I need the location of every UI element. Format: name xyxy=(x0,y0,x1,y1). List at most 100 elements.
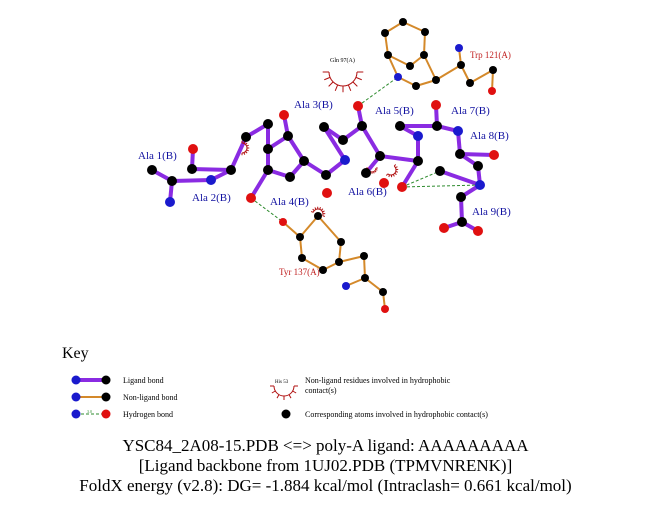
non-ligand-bond xyxy=(435,64,462,81)
carbon-atom xyxy=(263,144,273,154)
nitrogen-atom xyxy=(340,155,350,165)
key-non-ligand-bond-atom-n xyxy=(71,392,81,402)
ligand-bond xyxy=(439,169,481,187)
carbon-atom xyxy=(338,135,348,145)
ligand-bond xyxy=(171,178,212,183)
hydrogen-bond xyxy=(357,76,399,107)
nitrogen-atom xyxy=(206,175,216,185)
label-ala1: Ala 1(B) xyxy=(138,150,177,162)
carbon-atom xyxy=(299,156,309,166)
carbon-atom xyxy=(432,121,442,131)
label-trp121: Trp 121(A) xyxy=(470,50,511,60)
hydrogen-bond xyxy=(401,184,481,188)
key-title: Key xyxy=(62,345,89,362)
key-hydrogen-bond-atom-n xyxy=(71,409,81,419)
carbon-atom xyxy=(457,61,465,69)
carbon-atom xyxy=(319,266,327,274)
oxygen-atom xyxy=(353,101,363,111)
carbon-atom xyxy=(360,252,368,260)
key-hydrogen-bond-label: Hydrogen bond xyxy=(123,410,173,419)
caption-line-2: [Ligand backbone from 1UJ02.PDB (TPMVNRE… xyxy=(138,456,513,475)
non-ligand-bond xyxy=(387,54,399,78)
key-hydrophobic-atom xyxy=(281,409,291,419)
oxygen-atom xyxy=(431,100,441,110)
caption-line-1: YSC84_2A08-15.PDB <=> poly-A ligand: AAA… xyxy=(122,436,529,455)
non-ligand-bond xyxy=(423,54,437,81)
carbon-atom xyxy=(285,172,295,182)
carbon-atom xyxy=(167,176,177,186)
hydrophobic-contact-arc xyxy=(322,71,364,93)
carbon-atom xyxy=(296,233,304,241)
carbon-atom xyxy=(319,122,329,132)
carbon-atom xyxy=(395,121,405,131)
carbon-atom xyxy=(379,288,387,296)
bond-layer xyxy=(151,21,495,310)
key-ligand-bond-label: Ligand bond xyxy=(123,376,164,385)
carbon-atom xyxy=(226,165,236,175)
hydrogen-bond xyxy=(401,170,441,188)
key-non-ligand-bond-label: Non-ligand bond xyxy=(123,393,177,402)
key-hydrophobic-example: His 53 xyxy=(275,380,289,385)
non-ligand-bond xyxy=(402,21,426,33)
ligand-bond xyxy=(249,168,270,200)
label-ala8: Ala 8(B) xyxy=(470,130,509,142)
ligand-bond xyxy=(379,154,419,163)
carbon-atom xyxy=(456,192,466,202)
hydrogen-bond-layer xyxy=(250,76,481,223)
non-ligand-bond xyxy=(387,54,411,67)
nitrogen-atom xyxy=(455,44,463,52)
carbon-atom xyxy=(413,156,423,166)
non-ligand-bond xyxy=(317,215,342,243)
atom-layer xyxy=(147,18,499,313)
label-tyr137: Tyr 137(A) xyxy=(279,267,320,277)
carbon-atom xyxy=(263,119,273,129)
carbon-atom xyxy=(435,166,445,176)
ligand-bond xyxy=(400,159,420,189)
label-ala7: Ala 7(B) xyxy=(451,105,490,117)
nitrogen-atom xyxy=(413,131,423,141)
carbon-atom xyxy=(384,51,392,59)
non-ligand-bond xyxy=(338,255,365,263)
hydrogen-bond xyxy=(250,197,284,223)
carbon-atom xyxy=(337,238,345,246)
carbon-atom xyxy=(455,149,465,159)
key-ligand-bond-atom-n xyxy=(71,375,81,385)
ligand-bond xyxy=(459,152,495,157)
carbon-atom xyxy=(421,28,429,36)
oxygen-atom xyxy=(279,218,287,226)
carbon-atom xyxy=(357,121,367,131)
oxygen-atom xyxy=(322,188,332,198)
carbon-atom xyxy=(406,62,414,70)
key-hydrophobic-residue-text: Non-ligand residues involved in hydropho… xyxy=(305,376,451,385)
oxygen-atom xyxy=(439,223,449,233)
label-layer: Ala 1(B) Ala 2(B) Ala 3(B) Ala 4(B) Ala … xyxy=(138,50,511,277)
carbon-atom xyxy=(283,131,293,141)
oxygen-atom xyxy=(488,87,496,95)
key-ligand-bond-atom-c xyxy=(101,375,111,385)
oxygen-atom xyxy=(381,305,389,313)
carbon-atom xyxy=(420,51,428,59)
ligand-bond xyxy=(360,124,382,158)
oxygen-atom xyxy=(473,226,483,236)
carbon-atom xyxy=(457,217,467,227)
non-ligand-bond xyxy=(301,257,324,271)
carbon-atom xyxy=(473,161,483,171)
ligand-bond xyxy=(191,167,232,172)
carbon-atom xyxy=(147,165,157,175)
label-ala9: Ala 9(B) xyxy=(472,206,511,218)
non-ligand-bond xyxy=(299,215,319,238)
carbon-atom xyxy=(361,168,371,178)
oxygen-atom xyxy=(279,110,289,120)
oxygen-atom xyxy=(397,182,407,192)
carbon-atom xyxy=(187,164,197,174)
oxygen-atom xyxy=(188,144,198,154)
key-hydrophobic-residue-text2: contact(s) xyxy=(305,386,337,395)
label-ala5: Ala 5(B) xyxy=(375,105,414,117)
carbon-atom xyxy=(466,79,474,87)
carbon-atom xyxy=(489,66,497,74)
carbon-atom xyxy=(412,82,420,90)
oxygen-atom xyxy=(246,193,256,203)
carbon-atom xyxy=(375,151,385,161)
key-hydrophobic-atoms-text: Corresponding atoms involved in hydropho… xyxy=(305,410,488,419)
